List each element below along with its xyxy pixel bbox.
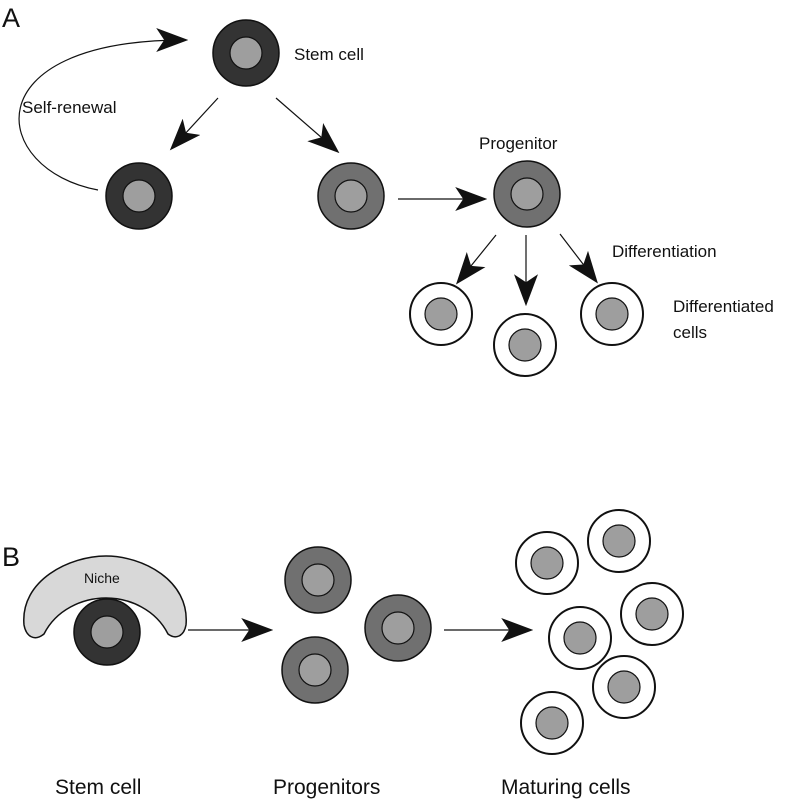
stem-cell-label: Stem cell (294, 45, 364, 64)
progenitor-cell (364, 594, 432, 662)
panel-a-letter: A (2, 3, 20, 33)
progenitors-bottom-label: Progenitors (273, 776, 380, 799)
arrow-to-renewed-stem-cell (169, 97, 219, 151)
maturing-cell (515, 531, 579, 595)
niche-label: Niche (84, 570, 120, 586)
self-renewal-arrow (18, 28, 189, 191)
arrow-to-daughter-cell (275, 97, 340, 154)
stem-cell-top (212, 19, 280, 87)
stem-cell-bottom-label: Stem cell (55, 776, 141, 799)
differentiated-cells-label-line1: Differentiated (673, 297, 774, 316)
progenitor-cell (281, 636, 349, 704)
maturing-cell (587, 509, 651, 573)
differentiated-cells-label-line2: cells (673, 323, 707, 342)
maturing-cell (620, 582, 684, 646)
maturing-cell (520, 691, 584, 755)
panel-b: B Niche (2, 509, 684, 799)
differentiation-arrow-right (559, 233, 598, 284)
maturing-cells-bottom-label: Maturing cells (501, 776, 631, 799)
maturing-cell (592, 655, 656, 719)
differentiated-cell (493, 313, 557, 377)
differentiation-label: Differentiation (612, 242, 717, 261)
differentiated-cell (580, 282, 644, 346)
differentiated-cell (409, 282, 473, 346)
panel-a: A Stem cell Self-renewal Progenitor (2, 3, 774, 377)
progenitor-cell (493, 160, 561, 228)
differentiation-arrow-left (455, 234, 497, 285)
stem-cell-in-niche (73, 598, 141, 666)
progenitor-label: Progenitor (479, 134, 558, 153)
niche (23, 555, 187, 639)
maturing-cell (548, 606, 612, 670)
renewed-stem-cell (105, 162, 173, 230)
self-renewal-label: Self-renewal (22, 98, 117, 117)
daughter-cell (317, 162, 385, 230)
progenitor-cell (284, 546, 352, 614)
panel-b-letter: B (2, 542, 20, 572)
